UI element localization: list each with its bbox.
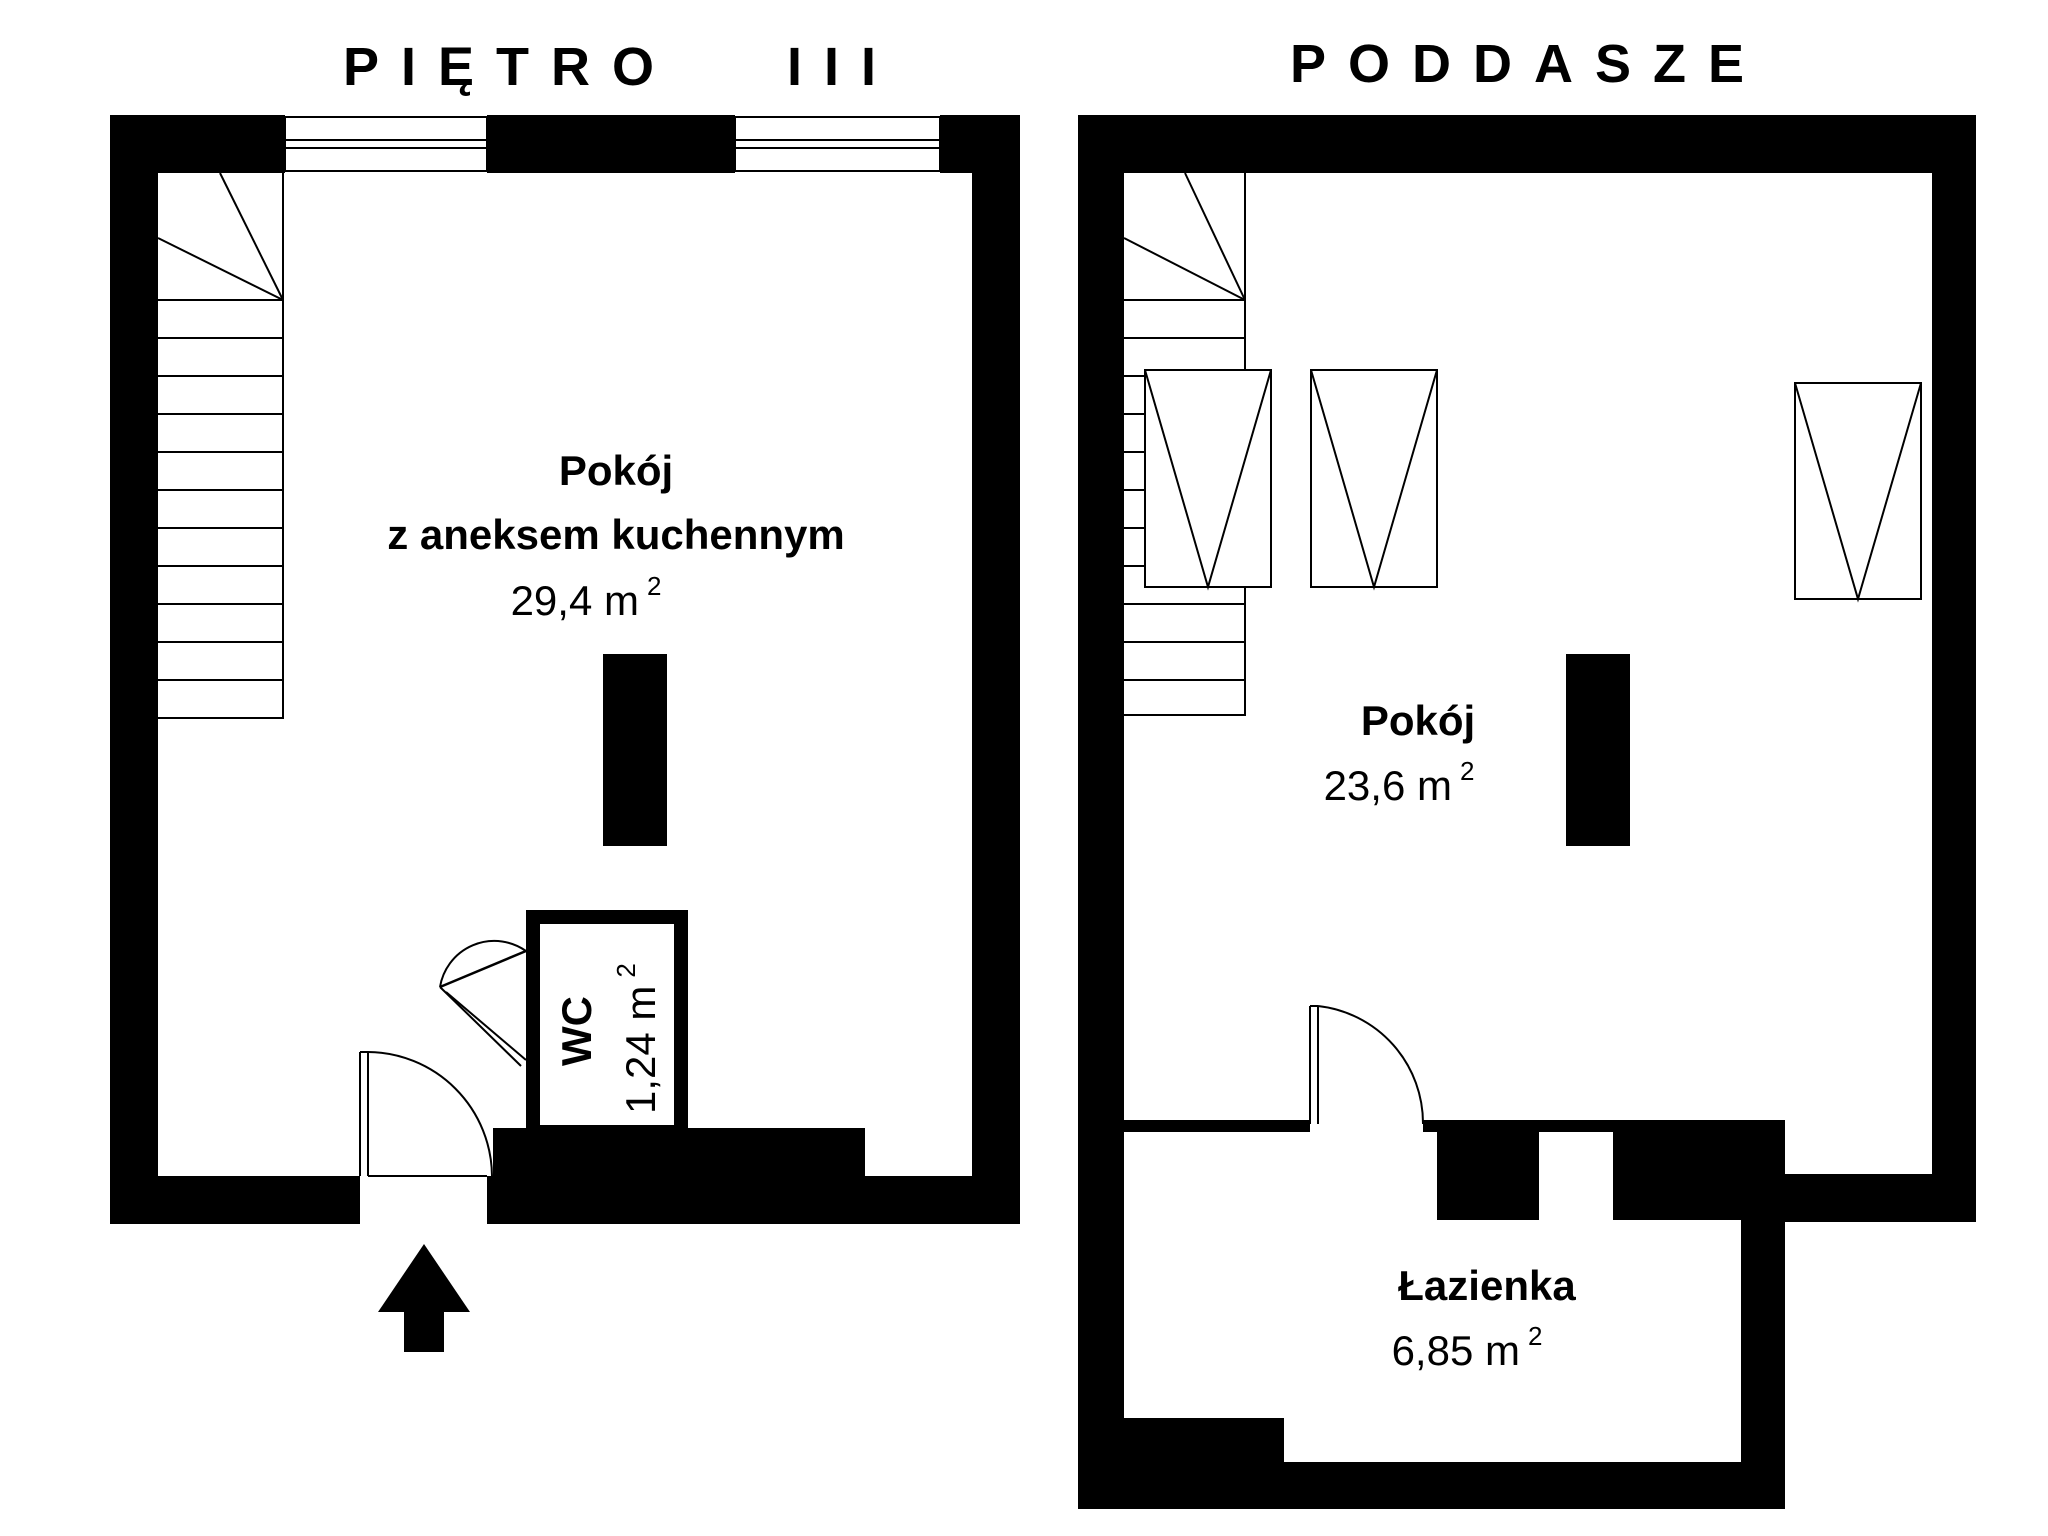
wc-room [439, 910, 688, 1135]
bathroom-name: Łazienka [1398, 1262, 1576, 1309]
attic-wall-right [1932, 115, 1976, 1222]
wall-right [972, 115, 1020, 1224]
bathroom-wall-bottom [1078, 1462, 1785, 1509]
window-top-left [284, 116, 488, 172]
wall-top-left [110, 115, 285, 173]
kitchen-counter-block [493, 1128, 865, 1224]
room-name-line2: z aneksem kuchennym [387, 511, 845, 558]
wall-top-middle [487, 115, 735, 173]
chimney-right [1566, 654, 1630, 846]
entrance-arrow-icon [378, 1244, 470, 1352]
bathroom-fixture-block [1124, 1418, 1284, 1466]
roof-window-2 [1310, 369, 1438, 591]
wc-door[interactable] [439, 939, 527, 1067]
staircase-left [157, 172, 284, 719]
window-top-right [734, 116, 941, 172]
roof-window-3 [1794, 382, 1922, 603]
attic-wall-top [1078, 115, 1976, 173]
roof-window-1 [1144, 369, 1272, 591]
wc-label: WC [553, 996, 600, 1066]
wc-area: 1,24 m2 [611, 963, 664, 1114]
wall-top-right [940, 115, 1020, 173]
floor-title-pietro-iii: PIĘTRO III [343, 37, 898, 97]
floor-poddasze: PODDASZE [1078, 34, 1976, 1509]
attic-wall-bottom-right [1785, 1174, 1976, 1222]
attic-room-name: Pokój [1361, 697, 1475, 744]
partition-left [1124, 1120, 1310, 1132]
room-name-line1: Pokój [559, 447, 673, 494]
bathroom-wall-right [1741, 1120, 1785, 1509]
entrance-door[interactable] [359, 1051, 493, 1177]
attic-wall-left [1078, 115, 1124, 1509]
floor-pietro-iii: PIĘTRO III [110, 37, 1020, 1352]
attic-door[interactable] [1309, 1005, 1425, 1125]
wall-left [110, 115, 158, 1224]
chimney-left [603, 654, 667, 846]
floor-title-poddasze: PODDASZE [1290, 34, 1766, 94]
partition-block-1 [1437, 1120, 1539, 1220]
wall-bottom-left [110, 1176, 360, 1224]
